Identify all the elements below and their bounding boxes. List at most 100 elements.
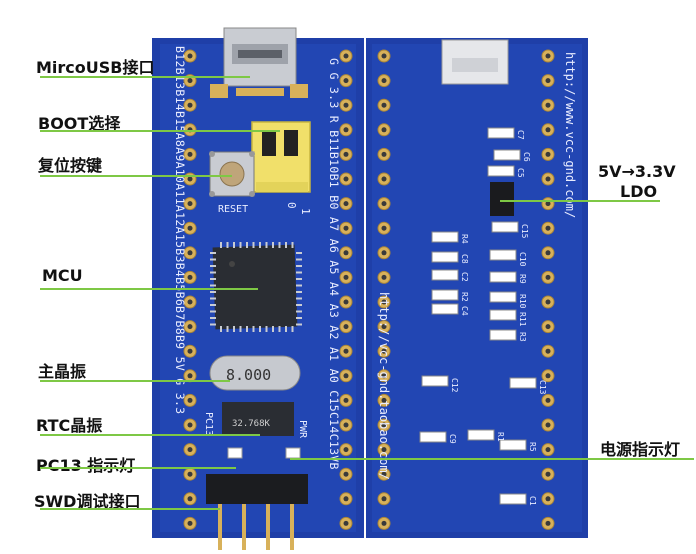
pin-hole — [343, 397, 349, 403]
mcu-leg — [210, 304, 216, 306]
boot-pin-1: 1 — [299, 208, 312, 215]
label-pc13-led: PC13 指示灯 — [36, 456, 136, 475]
component-ref: R10 — [518, 294, 527, 309]
pin-hole — [343, 176, 349, 182]
smd-component — [421, 375, 449, 387]
pin-hole — [187, 447, 193, 453]
mcu-leg — [296, 323, 302, 326]
component-ref: C4 — [460, 306, 469, 316]
pin-hole — [545, 250, 551, 256]
pin-hole — [343, 201, 349, 207]
boot-pin-0: 0 — [285, 202, 298, 209]
pin-hole — [381, 447, 387, 453]
smd-component — [489, 271, 517, 283]
mcu-leg — [296, 304, 302, 306]
pin-hole — [545, 127, 551, 133]
pin-hole — [545, 299, 551, 305]
pin-hole — [343, 520, 349, 526]
mcu-leg — [220, 326, 222, 332]
label-ldo-line1: 5V→3.3V — [598, 162, 676, 181]
pin-hole — [187, 201, 193, 207]
mcu-leg — [210, 265, 216, 267]
leader-reset — [40, 175, 232, 177]
pin-hole — [545, 373, 551, 379]
smd-component — [419, 431, 447, 443]
back-url-bottom: http://vcc-gnd.taobao.com/ — [377, 292, 391, 480]
leader-boot — [40, 130, 280, 132]
smd-component — [487, 127, 515, 139]
component-ref: C13 — [538, 380, 547, 395]
mcu-leg — [296, 310, 302, 313]
leader-main-crystal — [40, 380, 230, 382]
mcu-leg — [285, 326, 287, 332]
pin-hole — [187, 250, 193, 256]
smd-component — [489, 309, 517, 321]
pin-hole — [343, 299, 349, 305]
pin-hole — [187, 496, 193, 502]
leader-microusb — [40, 76, 250, 78]
pin-hole — [545, 53, 551, 59]
pin-hole — [381, 151, 387, 157]
pin-hole — [343, 496, 349, 502]
main-crystal: 8.000 — [209, 355, 301, 391]
component-ref: C2 — [460, 272, 469, 282]
pin-hole — [545, 78, 551, 84]
component-ref: C6 — [522, 152, 531, 162]
smd-component — [489, 329, 517, 341]
label-swd: SWD调试接口 — [34, 492, 141, 511]
pin-hole — [187, 274, 193, 280]
pc13-silkscreen: PC13 — [203, 412, 214, 436]
component-ref: R2 — [460, 292, 469, 302]
smd-component — [467, 429, 495, 441]
mcu-leg — [246, 242, 248, 248]
smd-component — [431, 269, 459, 281]
mcu-leg — [210, 323, 216, 326]
pin-hole — [381, 201, 387, 207]
pin-hole — [545, 274, 551, 280]
mcu-leg — [210, 291, 216, 293]
pin-hole — [545, 348, 551, 354]
mcu-chip — [210, 242, 302, 332]
pin-hole — [545, 496, 551, 502]
pin-hole — [545, 151, 551, 157]
mcu-leg — [265, 326, 268, 332]
pin-hole — [545, 176, 551, 182]
component-ref: C5 — [516, 168, 525, 178]
component-ref: R11 — [518, 312, 527, 327]
smd-component — [489, 291, 517, 303]
smd-component — [487, 165, 515, 177]
pin-hole — [343, 324, 349, 330]
pin-hole — [381, 250, 387, 256]
component-ref: C9 — [448, 434, 457, 444]
pin-hole — [381, 78, 387, 84]
ldo-chip — [490, 182, 514, 216]
pin-hole — [343, 471, 349, 477]
smd-component — [499, 439, 527, 451]
smd-component — [491, 221, 519, 233]
label-rtc-crystal: RTC晶振 — [36, 416, 103, 435]
mcu-leg — [239, 326, 242, 332]
mcu-leg — [246, 326, 248, 332]
smd-component — [493, 149, 521, 161]
pin-hole — [343, 250, 349, 256]
pin-hole — [187, 78, 193, 84]
pin-hole — [343, 53, 349, 59]
pin-hole — [343, 422, 349, 428]
back-url-top: http://www.vcc-gnd.com/ — [563, 52, 577, 218]
mcu-leg — [272, 326, 274, 332]
pin-hole — [187, 176, 193, 182]
pin-hole — [343, 348, 349, 354]
mcu-leg — [210, 297, 216, 300]
pin-hole — [381, 299, 387, 305]
mcu-leg — [291, 326, 294, 332]
pin-hole — [381, 324, 387, 330]
mcu-leg — [210, 258, 216, 261]
leader-swd — [40, 508, 220, 510]
mcu-leg — [296, 278, 302, 280]
smd-component — [499, 493, 527, 505]
mcu-leg — [285, 242, 287, 248]
component-ref: R4 — [460, 234, 469, 244]
